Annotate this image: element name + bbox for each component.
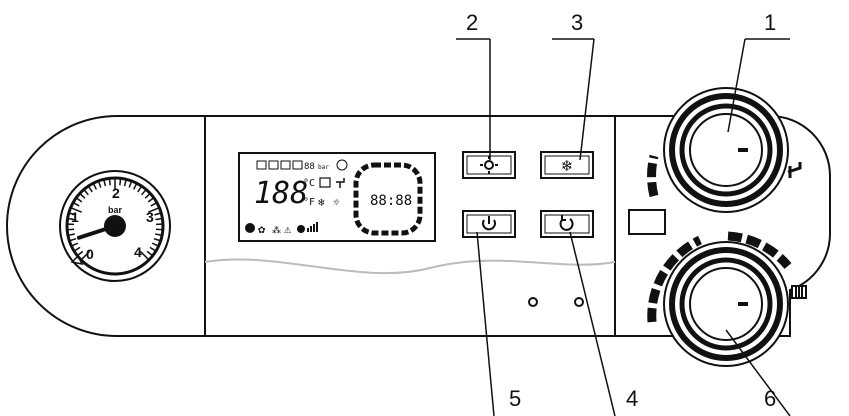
power-icon <box>482 216 496 231</box>
gauge-tick-mark <box>147 197 154 203</box>
gauge-hub <box>104 215 126 237</box>
lcd-clock-digits: 88:88 <box>370 193 412 209</box>
dhw-knob-marker <box>738 148 748 152</box>
lcd-display: 88 bar 188 °C °F ❄ ☼ ✿ ⁂ ⚠ 88:88 <box>238 152 436 242</box>
gauge-tick-mark <box>92 183 98 190</box>
flame-icon <box>297 225 305 233</box>
gauge-tick-2: 2 <box>112 185 120 201</box>
gauge-pointer-icon <box>70 254 84 266</box>
snowflake-button[interactable]: ❄ <box>540 151 594 179</box>
reset-icon <box>559 215 574 231</box>
gauge-tick-mark <box>155 217 162 221</box>
lcd-top-segments <box>256 160 303 170</box>
gauge-tick-mark <box>77 250 84 256</box>
pressure-gauge: 1 2 3 4 0 bar <box>59 170 171 282</box>
callout-leaders <box>456 38 791 416</box>
gauge-tick-mark <box>108 179 111 186</box>
gauge-tick-mark <box>70 237 77 242</box>
radiator-small-icon <box>319 177 331 188</box>
faucet-icon <box>787 162 802 178</box>
gauge-tick-mark <box>79 193 86 199</box>
gauge-tick-mark <box>98 181 102 188</box>
gauge-tick-mark <box>139 250 149 260</box>
lcd-main-digits: 188 <box>254 176 308 211</box>
gauge-tick-mark <box>72 242 79 247</box>
gauge-tick-mark <box>155 233 162 236</box>
gauge-tick-mark <box>83 189 89 196</box>
heating-knob[interactable] <box>647 231 792 367</box>
callout-5: 5 <box>509 386 521 411</box>
gauge-tick-mark <box>73 202 80 207</box>
gauge-tick-mark <box>147 207 159 213</box>
lcd-small-unit: bar <box>318 164 329 171</box>
snowflake-small-icon: ❄ <box>318 196 325 209</box>
warning-icon: ⚠ <box>284 222 292 236</box>
gauge-tick-mark <box>69 212 76 216</box>
clock-icon <box>336 159 348 171</box>
led-indicator-2 <box>574 297 584 307</box>
gauge-tick-mark <box>68 217 75 221</box>
gauge-tick-mark <box>119 179 122 186</box>
reset-button[interactable] <box>540 210 594 238</box>
gauge-unit: bar <box>108 205 123 215</box>
gauge-tick-0: 0 <box>86 246 94 262</box>
led-indicator-1 <box>528 297 538 307</box>
gauge-tick-mark <box>149 246 156 252</box>
gauge-tick-mark <box>150 202 157 207</box>
callout-1: 1 <box>764 10 776 35</box>
gauge-tick-mark <box>128 181 132 188</box>
fan-icon: ✿ <box>258 222 266 236</box>
gauge-tick-mark <box>88 186 93 193</box>
callout-3: 3 <box>571 10 583 35</box>
sun-icon <box>480 156 498 174</box>
dhw-knob[interactable] <box>647 87 789 213</box>
lcd-round-dial <box>353 162 423 236</box>
gauge-tick-mark <box>144 193 151 199</box>
gauge-tick-mark <box>151 242 158 247</box>
pump-icon <box>245 223 255 233</box>
gauge-tick-mark <box>74 246 81 252</box>
gauge-tick-mark <box>81 250 91 260</box>
gauge-tick-mark <box>132 183 138 190</box>
snowflake-icon: ❄ <box>561 157 574 175</box>
lcd-small-digits: 88 <box>304 162 315 172</box>
gauge-tick-mark <box>103 180 107 187</box>
gauge-tick-mark <box>123 180 127 187</box>
gauge-tick-mark <box>137 186 142 193</box>
gauge-tick-mark <box>68 233 75 236</box>
front-wave <box>204 258 616 275</box>
sun-small-icon: ☼ <box>333 196 340 209</box>
callout-2: 2 <box>466 10 478 35</box>
panel-body <box>6 115 831 337</box>
antifreeze-icon: ⁂ <box>272 225 281 236</box>
status-window <box>628 209 666 235</box>
gauge-tick-mark <box>71 207 83 213</box>
signal-bars-icon <box>307 222 318 232</box>
callout-4: 4 <box>626 386 638 411</box>
heating-scale-arc-left <box>647 235 703 323</box>
sun-button[interactable] <box>462 151 516 179</box>
faucet-small-icon <box>336 178 345 188</box>
gauge-tick-mark <box>153 237 160 242</box>
gauge-tick-4: 4 <box>134 244 142 260</box>
dhw-scale-arc <box>647 154 659 198</box>
callout-6: 6 <box>764 386 776 411</box>
heating-scale-arc-right <box>727 231 792 269</box>
gauge-tick-mark <box>146 250 153 256</box>
power-button[interactable] <box>462 210 516 238</box>
radiator-icon <box>791 285 807 299</box>
lcd-unit-celsius: °C <box>303 178 315 189</box>
lcd-unit-fahrenheit: °F <box>303 197 315 208</box>
gauge-tick-1: 1 <box>71 209 79 225</box>
gauge-tick-mark <box>154 212 161 216</box>
gauge-tick-mark <box>141 189 147 196</box>
gauge-tick-mark <box>76 197 83 203</box>
gauge-tick-3: 3 <box>146 209 154 225</box>
heating-knob-marker <box>738 302 748 306</box>
